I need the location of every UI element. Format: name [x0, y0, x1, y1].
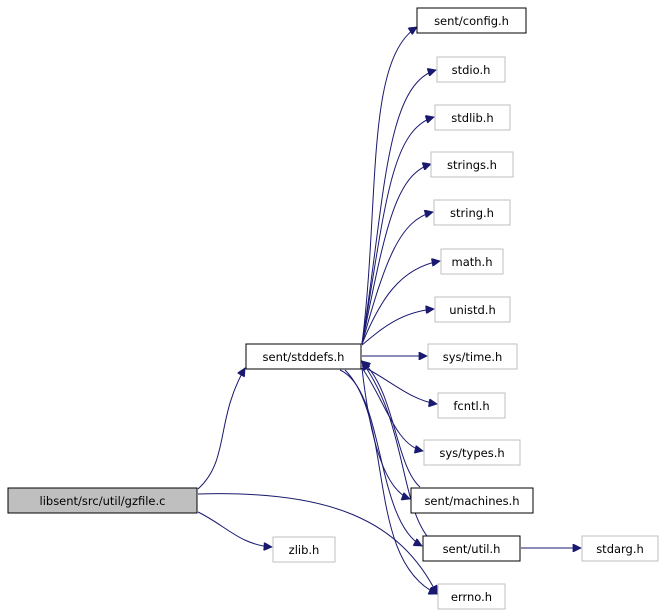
node-label: errno.h: [451, 590, 492, 604]
edge-util-stddefs: [362, 362, 428, 537]
node-label: sys/types.h: [439, 446, 504, 460]
node-config[interactable]: sent/config.h: [416, 7, 527, 34]
node-unistd[interactable]: unistd.h: [434, 296, 511, 323]
node-label: string.h: [450, 206, 494, 220]
node-string[interactable]: string.h: [433, 199, 511, 226]
edge-stddefs-fcntl: [361, 365, 437, 404]
node-strings[interactable]: strings.h: [430, 151, 514, 178]
node-gzfile[interactable]: libsent/src/util/gzfile.c: [7, 487, 198, 514]
edge-stddefs-stdio: [361, 70, 436, 345]
edge-stddefs-unistd: [361, 309, 434, 346]
node-util[interactable]: sent/util.h: [422, 535, 521, 562]
edge-stddefs-systypes: [361, 367, 423, 451]
node-fcntl[interactable]: fcntl.h: [437, 392, 506, 419]
node-label: sent/stddefs.h: [263, 350, 345, 364]
edge-stddefs-machines: [361, 367, 410, 499]
node-math[interactable]: math.h: [440, 248, 504, 275]
node-stdarg[interactable]: stdarg.h: [581, 535, 659, 562]
node-label: sent/util.h: [443, 542, 501, 556]
edge-stddefs-stdlib: [361, 117, 434, 345]
edge-stddefs-string: [361, 212, 433, 345]
node-label: stdio.h: [452, 63, 491, 77]
node-label: fcntl.h: [453, 399, 489, 413]
node-errno[interactable]: errno.h: [437, 583, 506, 610]
edge-gzfile-errno: [197, 493, 438, 594]
edge-gzfile-zlib: [197, 511, 272, 547]
edge-stddefs-config: [361, 27, 417, 345]
node-systime[interactable]: sys/time.h: [427, 343, 518, 370]
node-stdio[interactable]: stdio.h: [436, 56, 506, 83]
node-label: stdlib.h: [451, 111, 493, 125]
node-stddefs[interactable]: sent/stddefs.h: [245, 343, 362, 370]
node-machines[interactable]: sent/machines.h: [410, 487, 534, 514]
node-label: libsent/src/util/gzfile.c: [40, 494, 166, 508]
node-label: strings.h: [447, 158, 497, 172]
edge-stddefs-strings: [361, 164, 431, 345]
node-stdlib[interactable]: stdlib.h: [434, 104, 511, 131]
node-label: math.h: [452, 255, 493, 269]
node-label: sent/machines.h: [424, 494, 519, 508]
node-systypes[interactable]: sys/types.h: [423, 439, 521, 466]
node-label: sent/config.h: [434, 14, 509, 28]
node-label: stdarg.h: [596, 542, 644, 556]
node-label: unistd.h: [449, 303, 496, 317]
node-label: zlib.h: [289, 543, 320, 557]
edge-stddefs-util: [339, 369, 422, 547]
node-label: sys/time.h: [443, 350, 503, 364]
edge-gzfile-stddefs: [197, 368, 245, 490]
edge-stddefs-errno: [344, 369, 437, 594]
edges: [197, 27, 581, 594]
node-zlib[interactable]: zlib.h: [272, 536, 336, 563]
edge-machines-stddefs: [362, 361, 421, 488]
edge-stddefs-math: [361, 261, 440, 345]
